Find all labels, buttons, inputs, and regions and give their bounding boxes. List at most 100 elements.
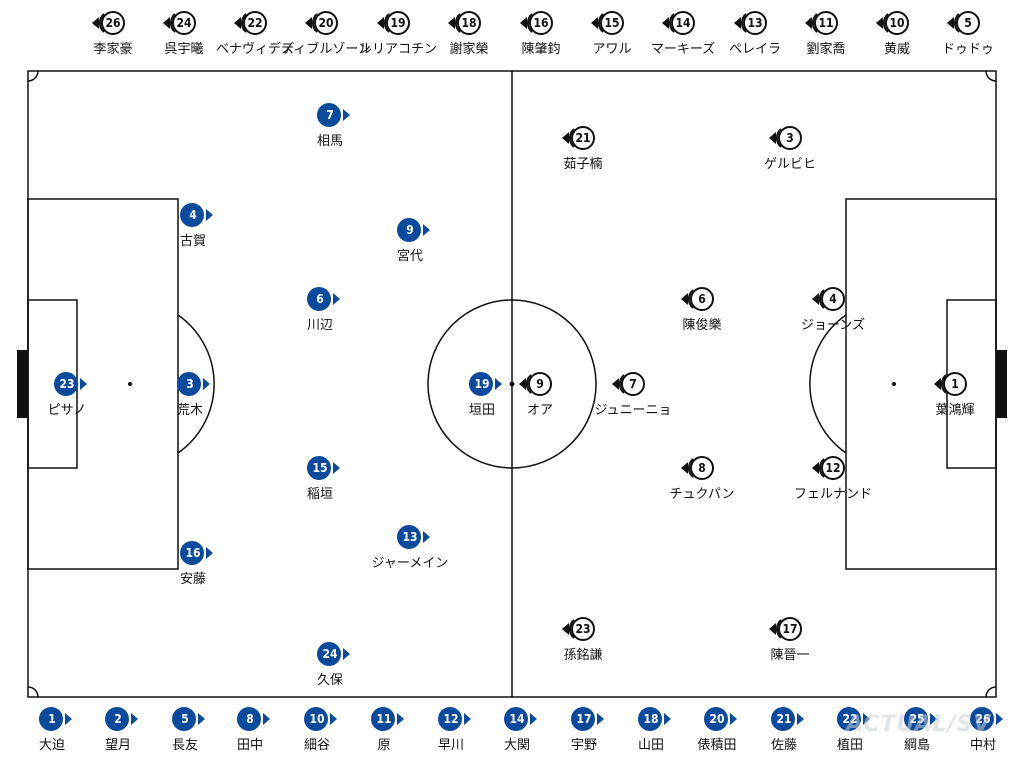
player-name: 大関 [503,738,530,753]
player-name: ディブルゾーン [281,42,371,57]
away-player-marker-icon: 13 [734,9,769,37]
away-bench-player: 24 呉宇曦 [152,9,216,63]
player-number: 18 [643,712,659,726]
home-player-marker-icon: 6 [306,285,340,313]
home-player-marker-icon: 21 [770,705,804,733]
player-name: 茹子楠 [563,157,603,172]
player-name: 李家豪 [93,42,133,57]
away-player-marker-icon: 14 [662,9,697,37]
player-name: 古賀 [179,234,206,249]
player-name: 劉家喬 [806,42,846,57]
player-number: 2 [114,712,122,726]
player-name: チュクパン [669,487,735,502]
player-number: 20 [709,712,725,726]
player-number: 22 [247,16,263,30]
player-name: 大迫 [38,738,65,753]
home-player-marker-icon: 26 [969,705,1003,733]
away-player-marker-icon: 3 [769,124,804,152]
home-player-marker-icon: 16 [179,539,213,567]
player-number: 21 [575,131,591,145]
away-player-marker-icon: 8 [681,454,716,482]
player-number: 11 [376,712,392,726]
home-player-marker-icon: 11 [370,705,404,733]
away-player-marker-icon: 24 [163,9,198,37]
player-number: 9 [536,377,544,391]
player-name: 安藤 [179,572,206,587]
player-number: 16 [533,16,549,30]
player-number: 26 [975,712,991,726]
player-number: 10 [309,712,325,726]
player-number: 19 [390,16,406,30]
away-player-marker-icon: 4 [812,285,847,313]
player-number: 23 [575,622,591,636]
away-player-marker-icon: 10 [876,9,911,37]
player-number: 24 [176,16,192,30]
player-name: 宮代 [396,249,423,264]
home-player-marker-icon: 7 [316,101,350,129]
player-number: 8 [246,712,254,726]
player-name: 謝家榮 [449,42,489,57]
player-number: 19 [474,377,490,391]
player-number: 14 [675,16,691,30]
player-number: 15 [312,461,328,475]
player-name: 俵積田 [697,738,737,753]
player-name: 植田 [836,738,863,753]
player-number: 25 [909,712,925,726]
player-number: 6 [698,292,706,306]
player-number: 3 [786,131,794,145]
away-player-marker-icon: 26 [92,9,127,37]
player-name: 黄威 [883,42,910,57]
player-number: 23 [59,377,75,391]
away-player-marker-icon: 15 [591,9,626,37]
player-name: ペレイラ [728,42,781,57]
player-number: 21 [776,712,792,726]
home-starters-player: 19 垣田 [450,370,514,424]
player-name: 呉宇曦 [164,42,204,57]
away-starters-player: 21 茹子楠 [551,124,615,178]
player-name: 宇野 [570,738,597,753]
away-player-marker-icon: 23 [562,615,597,643]
home-bench-player: 22 植田 [818,705,882,759]
away-starters-player: 8 チュクパン [669,454,735,508]
player-number: 22 [842,712,858,726]
player-number: 9 [406,223,414,237]
player-name: アワル [592,42,632,57]
player-name: マーキーズ [650,42,716,57]
home-player-marker-icon: 24 [316,640,350,668]
player-name: 原 [377,738,391,753]
player-name: 田中 [236,738,263,753]
player-name: 垣田 [468,403,495,418]
player-name: ジャーメイン [371,556,449,571]
player-name: 綱島 [903,738,930,753]
home-player-marker-icon: 15 [306,454,340,482]
home-player-marker-icon: 3 [176,370,210,398]
player-name: オア [526,403,553,418]
player-name: ピサノ [47,403,87,418]
home-bench-player: 11 原 [352,705,416,759]
home-player-marker-icon: 23 [53,370,87,398]
away-player-marker-icon: 19 [377,9,412,37]
watermark-logo: ACTUAL/SV [846,712,992,737]
home-player-marker-icon: 25 [903,705,937,733]
player-name: 陳晉一 [770,648,810,663]
